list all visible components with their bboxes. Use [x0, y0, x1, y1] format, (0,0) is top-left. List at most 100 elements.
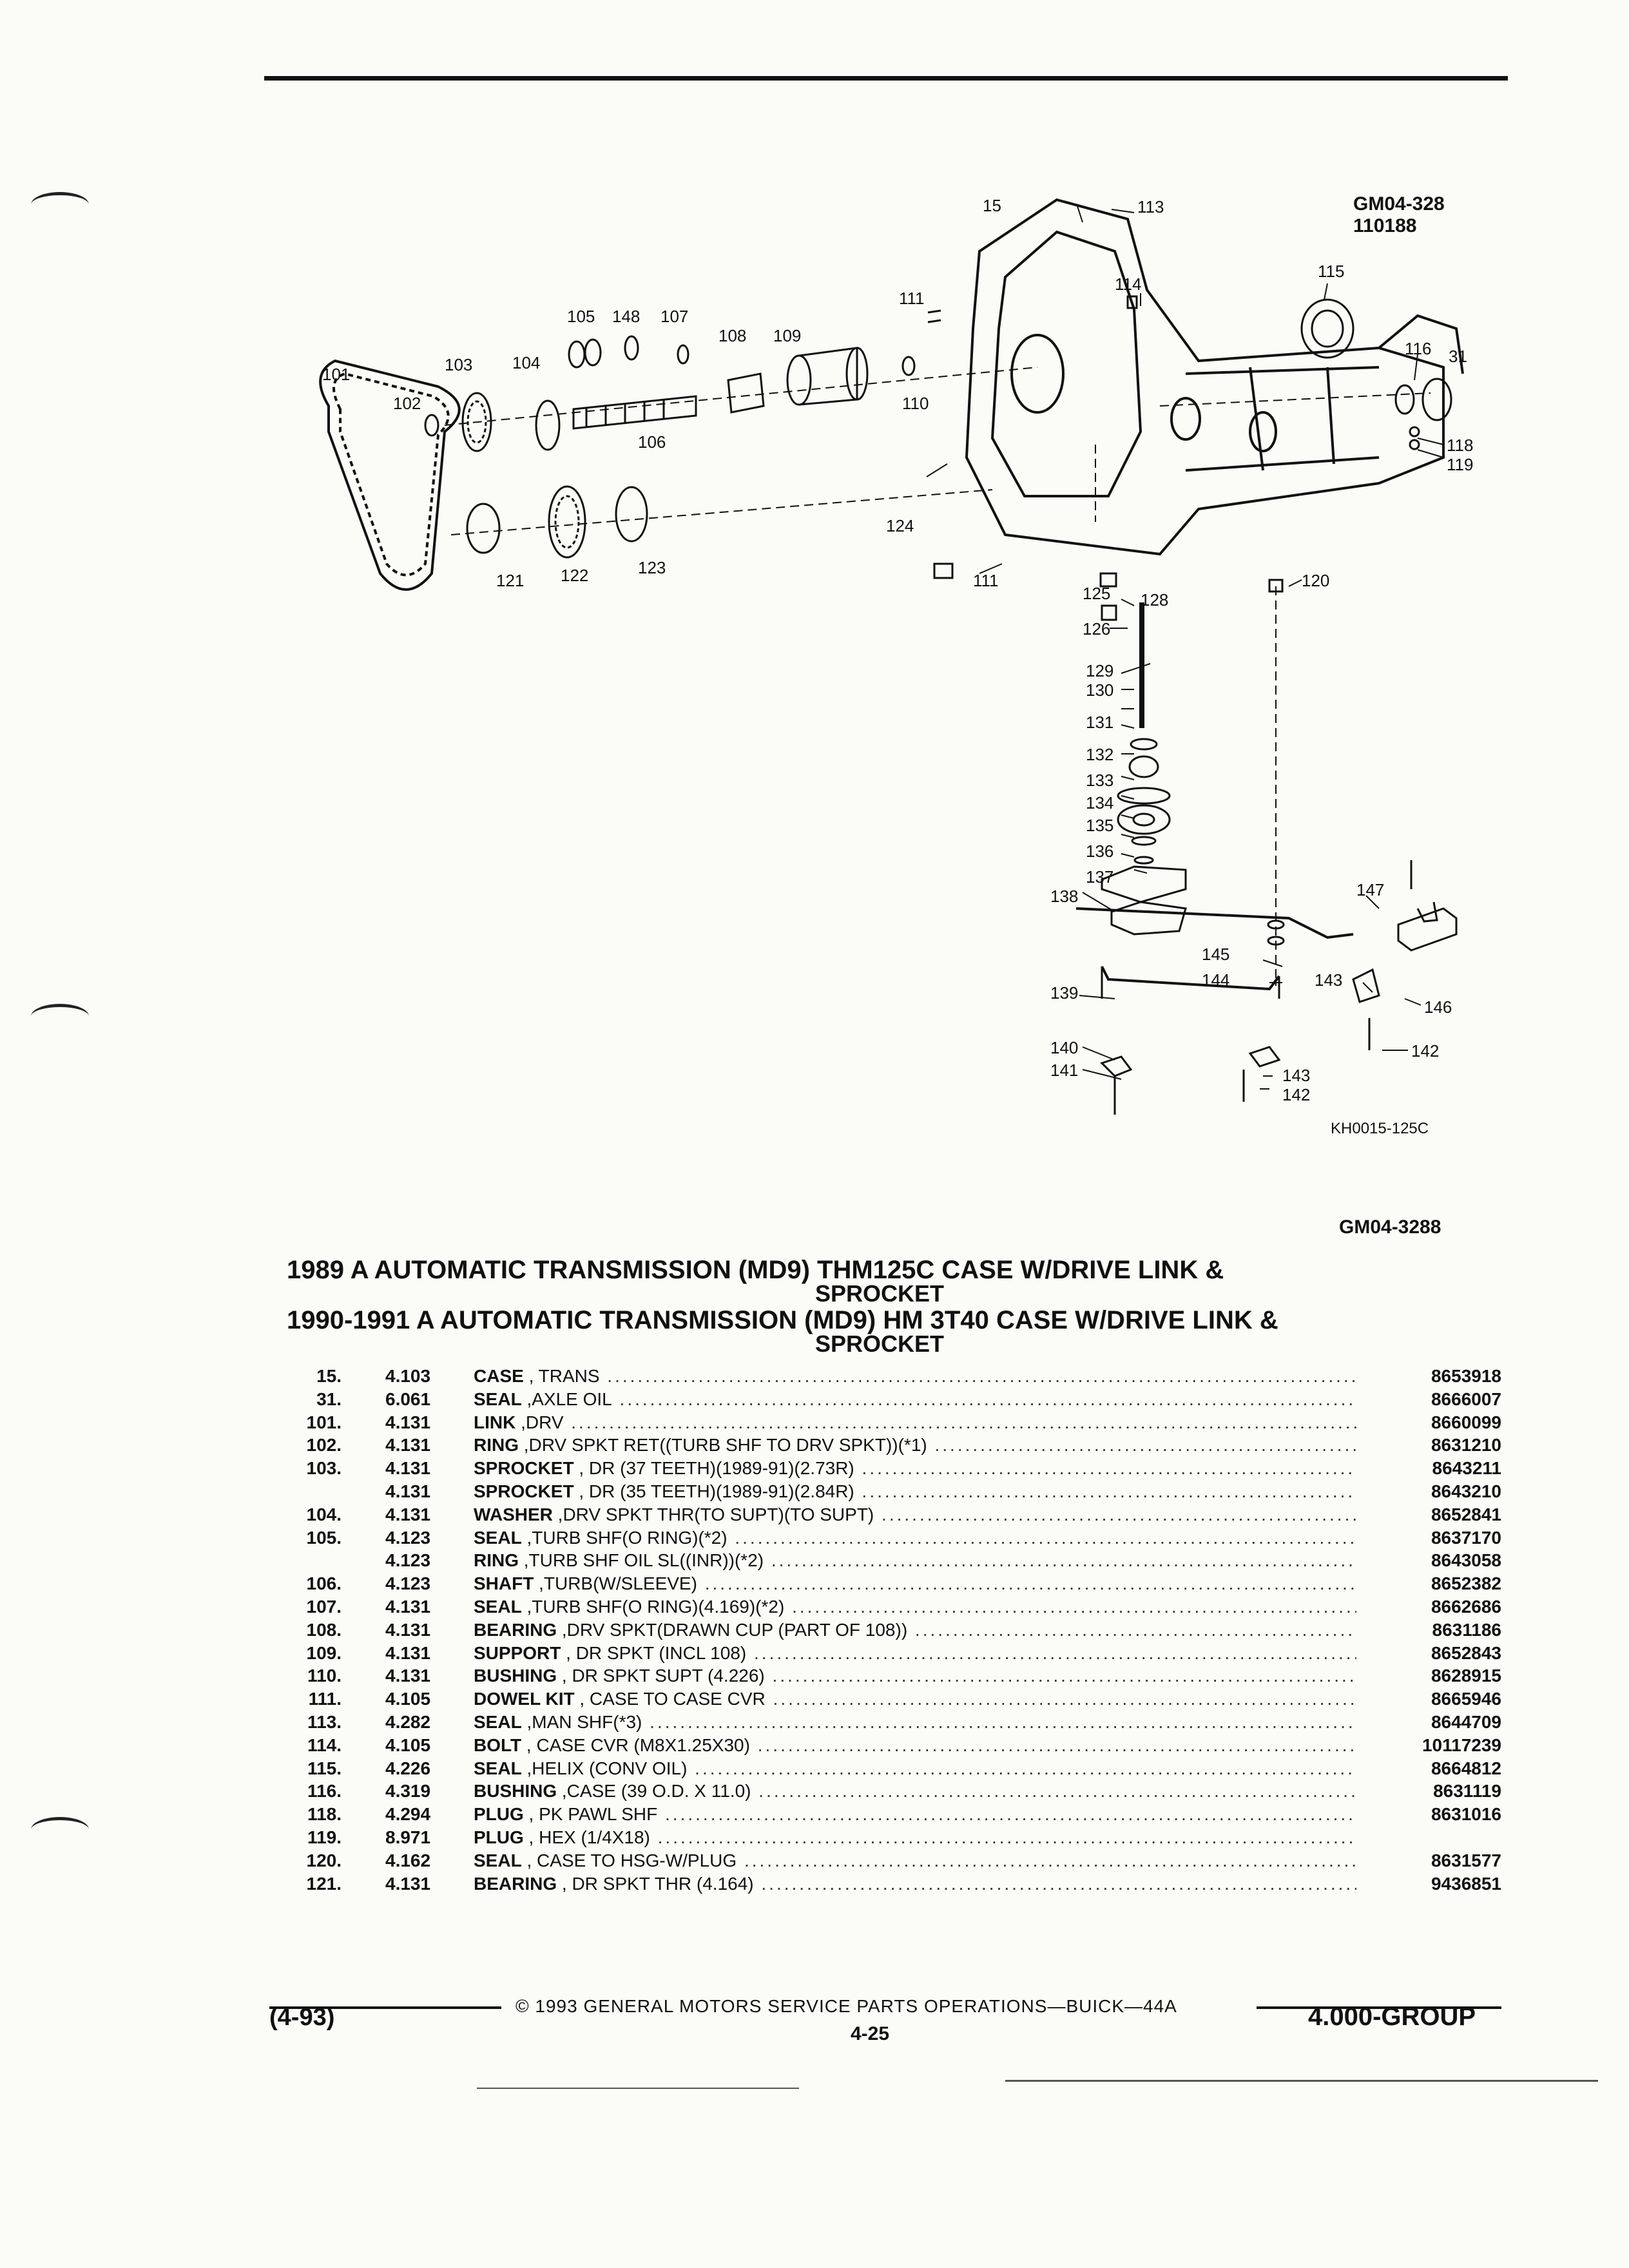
item-number: 101. [306, 1412, 342, 1432]
drive-link-chain [319, 359, 461, 591]
callout-124: 124 [886, 516, 914, 535]
group-number: 4.226 [385, 1758, 431, 1778]
leader-dots: ........................................… [735, 1527, 1356, 1548]
callout-122: 122 [561, 566, 588, 585]
group-number: 8.971 [385, 1827, 431, 1847]
page-number: 4-25 [851, 2023, 890, 2044]
item-number: 103. [306, 1458, 342, 1479]
part-name: BOLT [474, 1735, 522, 1755]
part-detail: , CASE CVR (M8X1.25X30) [521, 1735, 750, 1755]
part-detail: ,MAN SHF(*3) [521, 1711, 642, 1732]
part-name: SEAL [474, 1527, 522, 1548]
callout-116: 116 [1405, 339, 1431, 358]
part-detail: ,DRV [516, 1412, 564, 1432]
part-detail: , DR SPKT (INCL 108) [561, 1642, 747, 1663]
item-number: 120. [306, 1850, 342, 1870]
part-number: 8628915 [1431, 1666, 1501, 1686]
part-detail: , TRANS [523, 1366, 600, 1386]
callout-114: 114 [1115, 274, 1141, 294]
group-number: 4.131 [385, 1458, 431, 1479]
part-detail: , DR SPKT SUPT (4.226) [557, 1666, 765, 1686]
item-number: 116. [307, 1781, 342, 1802]
part-name: CASE [474, 1366, 524, 1386]
callout-102: 102 [393, 394, 421, 413]
callout-125: 125 [1083, 584, 1110, 603]
part-description: SPROCKET , DR (35 TEETH)(1989-91)(2.84R)… [474, 1480, 1356, 1503]
item-number: 102. [306, 1435, 342, 1456]
callout-103: 103 [445, 355, 472, 374]
group-number: 4.103 [385, 1366, 431, 1386]
item-number: 111. [308, 1689, 342, 1709]
part-number: 8631119 [1433, 1781, 1501, 1802]
callout-134: 134 [1086, 793, 1113, 812]
callout-labels: 15 113 111 114 115 116 31 118 119 105 14… [322, 196, 1473, 1104]
transmission-case-15 [965, 198, 1464, 556]
turbine-shaft-106 [572, 395, 697, 430]
group-number: 4.105 [385, 1689, 431, 1709]
callout-141: 141 [1050, 1061, 1078, 1080]
part-description: SEAL ,AXLE OIL .........................… [474, 1388, 1356, 1410]
part-number: 9436851 [1431, 1873, 1501, 1894]
revision-date: (4-93) [269, 2004, 335, 2031]
group-number: 4.131 [385, 1619, 431, 1640]
part-number: 8644709 [1431, 1711, 1501, 1732]
part-number: 8631186 [1432, 1619, 1501, 1640]
part-description: SUPPORT , DR SPKT (INCL 108) ...........… [474, 1642, 1356, 1664]
callout-135: 135 [1086, 816, 1113, 835]
part-name: SEAL [474, 1758, 522, 1778]
leader-dots: ........................................… [744, 1850, 1356, 1870]
drive-sprocket-support-109 [786, 347, 869, 406]
footer-rule-left [269, 2006, 501, 2009]
part-description: PLUG , PK PAWL SHF .....................… [474, 1803, 1356, 1825]
part-name: LINK [474, 1412, 516, 1432]
part-description: CASE , TRANS ...........................… [474, 1365, 1356, 1387]
part-detail: ,HELIX (CONV OIL) [521, 1758, 688, 1778]
group-number: 4.282 [385, 1711, 431, 1732]
leader-dots: ........................................… [757, 1735, 1356, 1755]
drive-sprocket-103 [461, 392, 492, 452]
part-name: BEARING [474, 1873, 557, 1894]
part-number: 8643210 [1431, 1481, 1501, 1501]
callout-128: 128 [1141, 590, 1168, 610]
group-number: 4.131 [385, 1642, 431, 1663]
group-number: 4.123 [385, 1527, 431, 1548]
callout-145: 145 [1202, 945, 1229, 964]
part-name: DOWEL KIT [474, 1689, 575, 1709]
part-name: PLUG [474, 1804, 524, 1825]
callout-137: 137 [1086, 867, 1113, 887]
part-detail: , CASE TO HSG-W/PLUG [521, 1850, 737, 1870]
part-number: 8666007 [1431, 1389, 1501, 1409]
part-description: PLUG , HEX (1/4X18) ....................… [474, 1826, 1356, 1849]
part-description: LINK ,DRV ..............................… [474, 1411, 1356, 1434]
part-number: 8631577 [1431, 1850, 1501, 1870]
part-number: 8652841 [1431, 1504, 1501, 1524]
leader-dots: ........................................… [665, 1804, 1356, 1825]
part-detail: ,DRV SPKT THR(TO SUPT)(TO SUPT) [552, 1504, 874, 1524]
part-number: 8653918 [1431, 1366, 1501, 1386]
part-number: 8631016 [1431, 1804, 1501, 1825]
callout-31: 31 [1449, 347, 1467, 366]
callout-148: 148 [612, 307, 640, 326]
figure-code: GM04-328 110188 [1353, 193, 1445, 236]
item-number: 114. [307, 1735, 342, 1755]
item-number: 113. [307, 1711, 342, 1732]
part-name: BUSHING [474, 1666, 557, 1686]
group-number: 4.131 [385, 1596, 431, 1617]
callout-142: 142 [1411, 1041, 1439, 1061]
callout-115: 115 [1318, 262, 1344, 281]
part-name: BUSHING [474, 1781, 557, 1802]
part-name: SEAL [474, 1596, 522, 1617]
callout-104: 104 [512, 353, 540, 372]
part-description: SEAL , CASE TO HSG-W/PLUG ..............… [474, 1849, 1356, 1872]
section-title-1989: 1989 A AUTOMATIC TRANSMISSION (MD9) THM1… [287, 1256, 1224, 1307]
part-description: BEARING , DR SPKT THR (4.164) ..........… [474, 1872, 1356, 1895]
